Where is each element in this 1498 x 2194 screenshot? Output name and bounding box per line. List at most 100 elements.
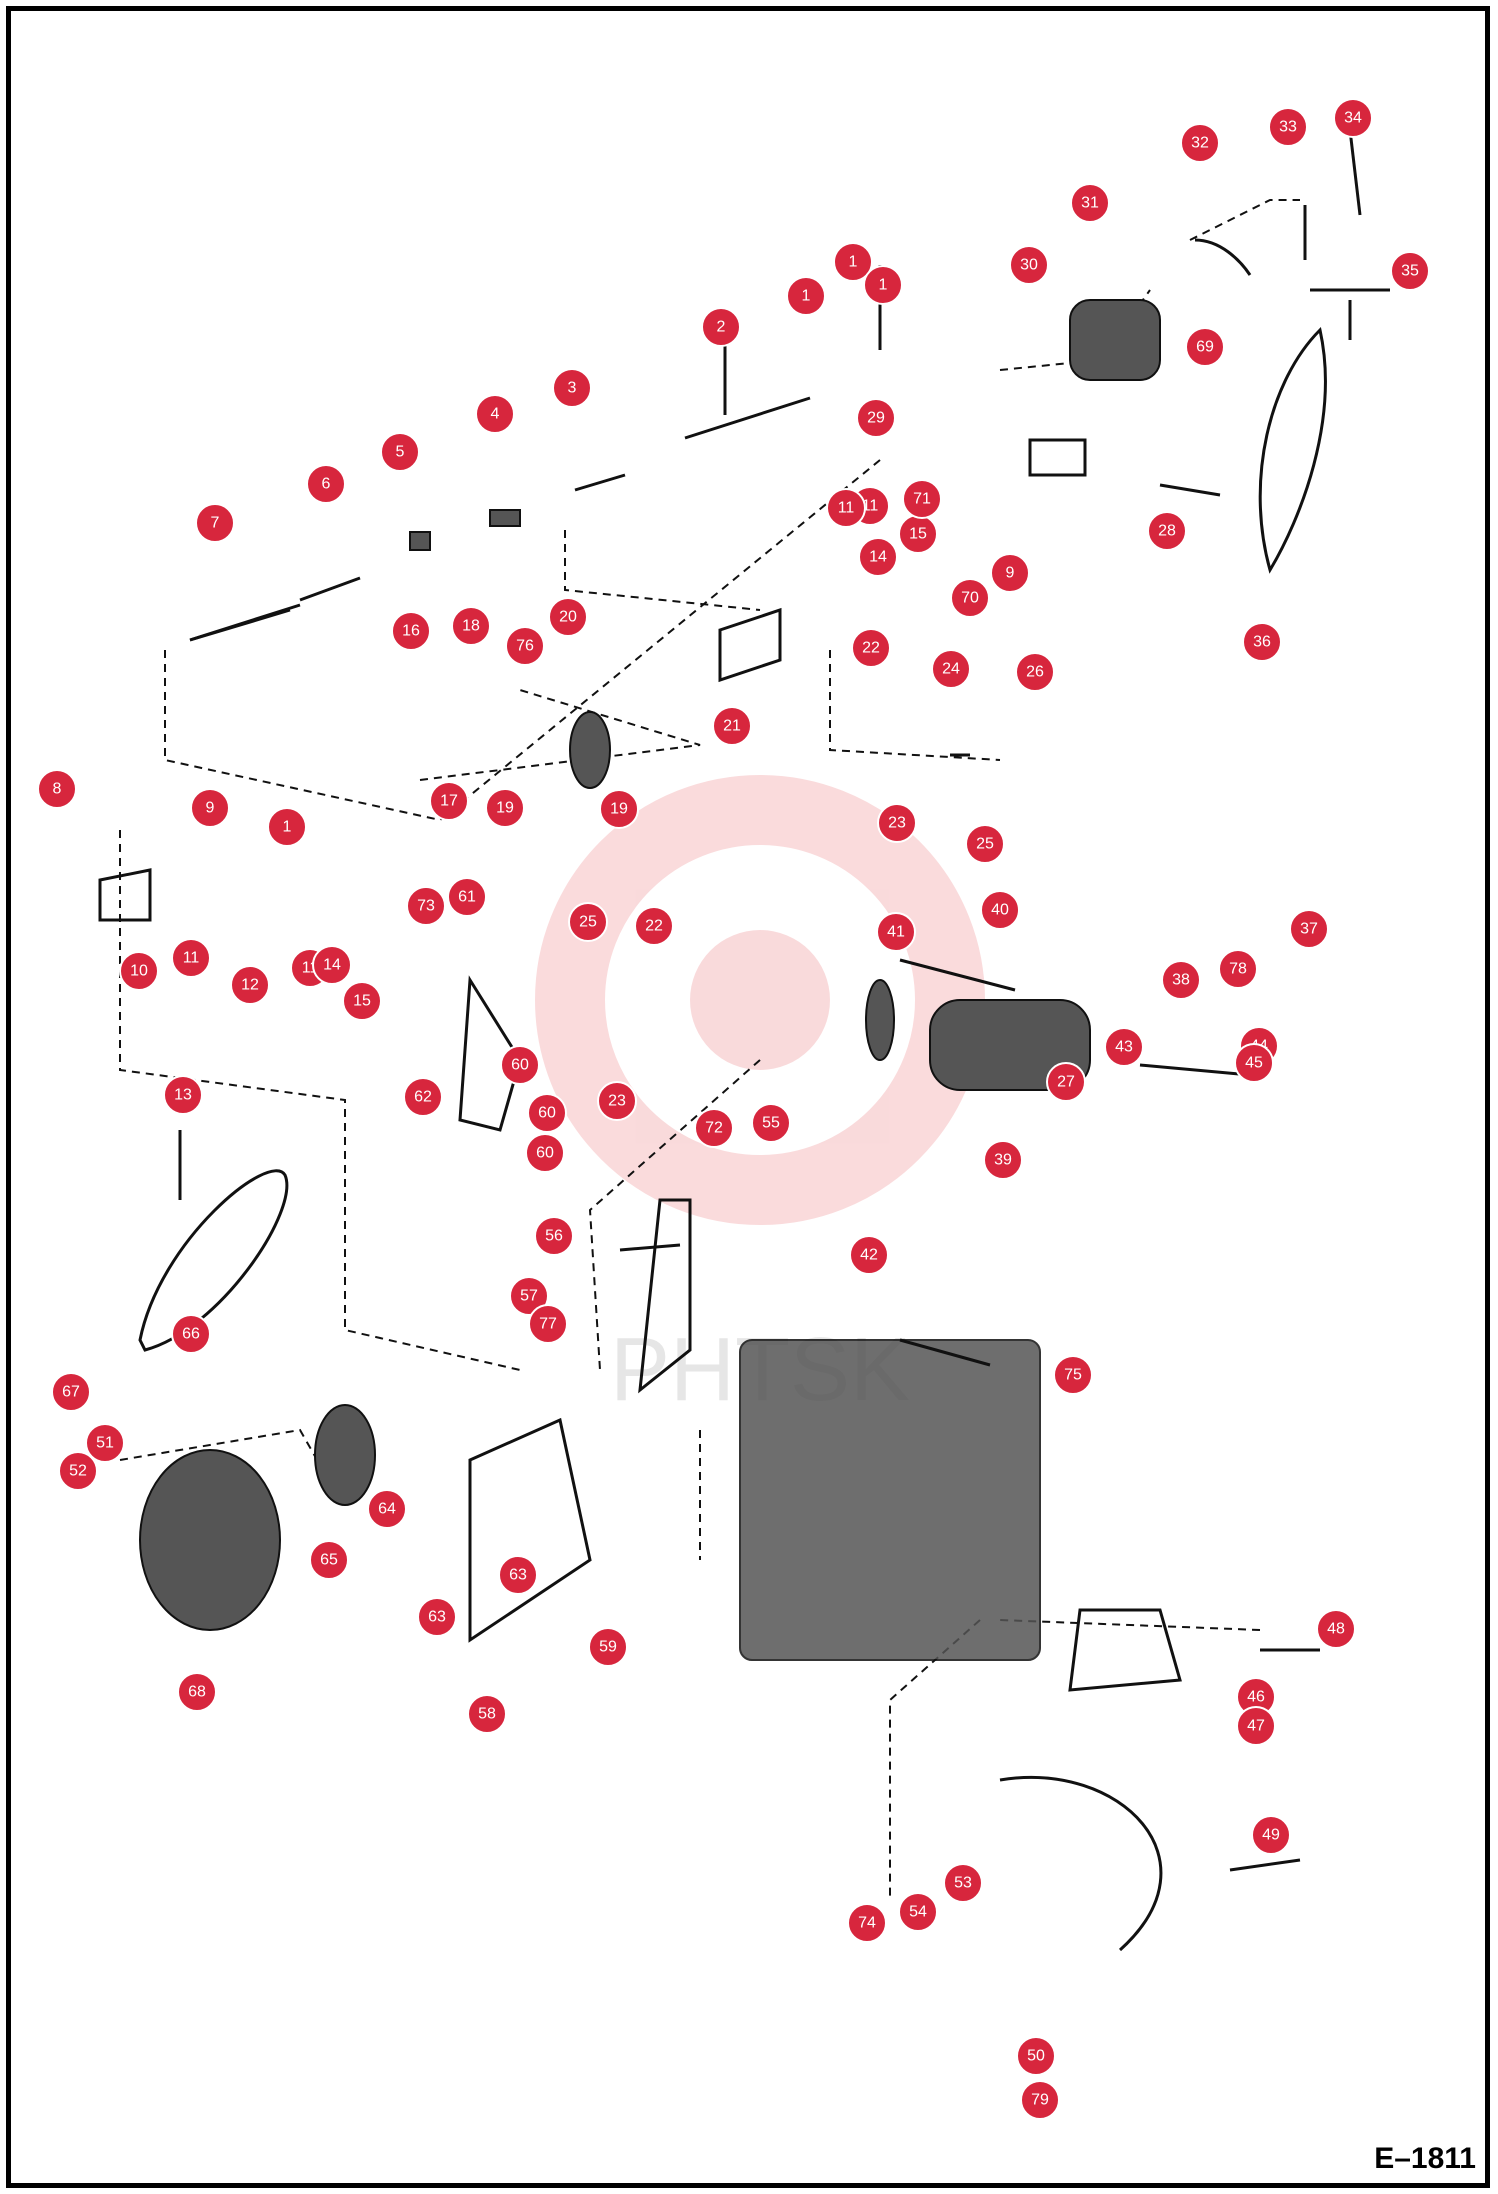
callout-62[interactable]: 62 [403,1077,443,1117]
callout-22[interactable]: 22 [851,628,891,668]
callout-42[interactable]: 42 [849,1235,889,1275]
callout-bubble [306,464,346,504]
callout-70[interactable]: 70 [950,578,990,618]
callout-76[interactable]: 76 [505,626,545,666]
callout-number: 7 [211,515,220,532]
callout-57[interactable]: 57 [509,1276,549,1316]
callout-20[interactable]: 20 [548,597,588,637]
callout-bubble [1242,622,1282,662]
callout-21[interactable]: 21 [712,706,752,746]
callout-63[interactable]: 63 [498,1555,538,1595]
callout-59[interactable]: 59 [588,1627,628,1667]
callout-8[interactable]: 8 [37,769,77,809]
callout-52[interactable]: 52 [58,1451,98,1491]
callout-6[interactable]: 6 [306,464,346,504]
callout-63[interactable]: 63 [417,1597,457,1637]
callout-74[interactable]: 74 [847,1903,887,1943]
callout-33[interactable]: 33 [1268,107,1308,147]
callout-24[interactable]: 24 [931,649,971,689]
callout-69[interactable]: 69 [1185,327,1225,367]
callout-43[interactable]: 43 [1104,1027,1144,1067]
callout-14[interactable]: 14 [312,945,352,985]
callout-18[interactable]: 18 [451,606,491,646]
callout-22[interactable]: 22 [634,906,674,946]
callout-54[interactable]: 54 [898,1892,938,1932]
callout-5[interactable]: 5 [380,432,420,472]
callout-35[interactable]: 35 [1390,251,1430,291]
callout-66[interactable]: 66 [171,1314,211,1354]
callout-bubble [1053,1355,1093,1395]
callout-7[interactable]: 7 [195,503,235,543]
callout-51[interactable]: 51 [85,1423,125,1463]
callout-60[interactable]: 60 [527,1093,567,1133]
callout-bubble [451,606,491,646]
callout-29[interactable]: 29 [856,398,896,438]
callout-bubble [312,945,352,985]
callout-19[interactable]: 19 [485,788,525,828]
callout-30[interactable]: 30 [1009,245,1049,285]
callout-1[interactable]: 1 [786,276,826,316]
callout-16[interactable]: 16 [391,611,431,651]
callout-37[interactable]: 37 [1289,909,1329,949]
callout-27[interactable]: 27 [1046,1062,1086,1102]
callout-60[interactable]: 60 [500,1045,540,1085]
callout-34[interactable]: 34 [1333,98,1373,138]
callout-3[interactable]: 3 [552,368,592,408]
callout-56[interactable]: 56 [534,1216,574,1256]
callout-11[interactable]: 11 [171,938,211,978]
callout-64[interactable]: 64 [367,1489,407,1529]
callout-number: 1 [283,819,292,836]
callout-68[interactable]: 68 [177,1672,217,1712]
callout-11[interactable]: 11 [826,488,866,528]
callout-67[interactable]: 67 [51,1372,91,1412]
callout-23[interactable]: 23 [597,1081,637,1121]
callout-15[interactable]: 15 [898,514,938,554]
callout-72[interactable]: 72 [694,1108,734,1148]
callout-14[interactable]: 14 [858,537,898,577]
callout-40[interactable]: 40 [980,890,1020,930]
callout-60[interactable]: 60 [525,1133,565,1173]
callout-number: 43 [1115,1039,1133,1056]
callout-15[interactable]: 15 [342,981,382,1021]
callout-12[interactable]: 12 [230,965,270,1005]
callout-31[interactable]: 31 [1070,183,1110,223]
callout-49[interactable]: 49 [1251,1815,1291,1855]
callout-1[interactable]: 1 [863,265,903,305]
callout-4[interactable]: 4 [475,394,515,434]
callout-9[interactable]: 9 [190,788,230,828]
callout-23[interactable]: 23 [877,803,917,843]
callout-28[interactable]: 28 [1147,511,1187,551]
callout-2[interactable]: 2 [701,307,741,347]
callout-77[interactable]: 77 [528,1304,568,1344]
callout-25[interactable]: 25 [965,824,1005,864]
callout-78[interactable]: 78 [1218,949,1258,989]
callout-53[interactable]: 53 [943,1863,983,1903]
callout-48[interactable]: 48 [1316,1609,1356,1649]
callout-13[interactable]: 13 [163,1075,203,1115]
callout-47[interactable]: 47 [1236,1706,1276,1746]
callout-50[interactable]: 50 [1016,2036,1056,2076]
callout-38[interactable]: 38 [1161,960,1201,1000]
v-belt-icon [138,1169,289,1352]
callout-17[interactable]: 17 [429,781,469,821]
callout-61[interactable]: 61 [447,877,487,917]
callout-19[interactable]: 19 [599,789,639,829]
callout-32[interactable]: 32 [1180,123,1220,163]
callout-26[interactable]: 26 [1015,652,1055,692]
callout-10[interactable]: 10 [119,951,159,991]
callout-1[interactable]: 1 [833,242,873,282]
callout-55[interactable]: 55 [751,1103,791,1143]
callout-79[interactable]: 79 [1020,2080,1060,2120]
callout-65[interactable]: 65 [309,1540,349,1580]
callout-41[interactable]: 41 [876,912,916,952]
callout-45[interactable]: 45 [1234,1043,1274,1083]
callout-9[interactable]: 9 [990,553,1030,593]
callout-36[interactable]: 36 [1242,622,1282,662]
callout-71[interactable]: 71 [902,479,942,519]
callout-39[interactable]: 39 [983,1140,1023,1180]
callout-73[interactable]: 73 [406,886,446,926]
callout-58[interactable]: 58 [467,1694,507,1734]
callout-1[interactable]: 1 [267,807,307,847]
callout-25[interactable]: 25 [568,902,608,942]
callout-75[interactable]: 75 [1053,1355,1093,1395]
